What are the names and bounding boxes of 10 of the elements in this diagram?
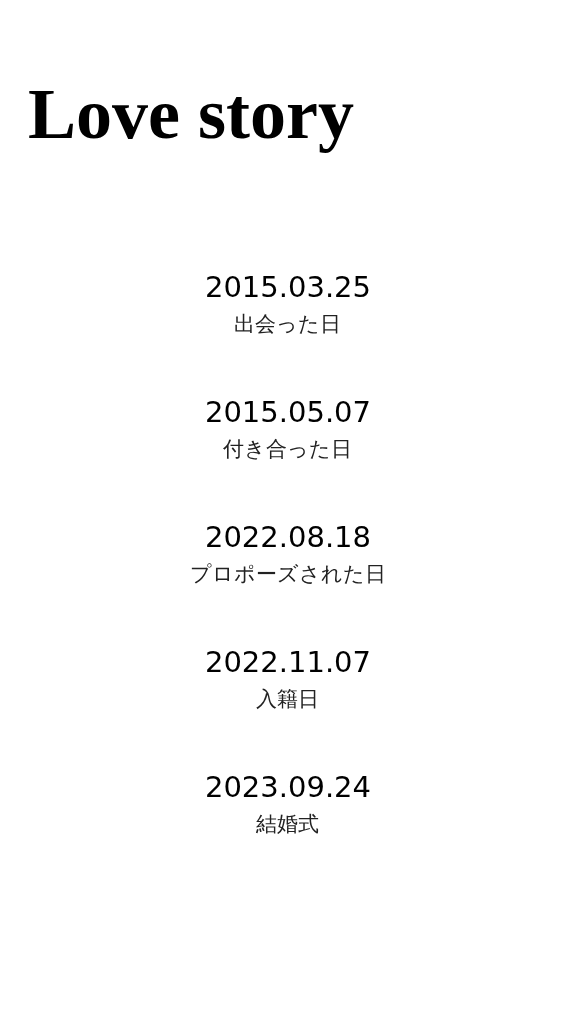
timeline-date: 2023.09.24: [204, 773, 371, 802]
event-caption: 結婚式: [256, 814, 320, 835]
timeline-date: 2022.11.07: [204, 648, 371, 677]
event-caption: 付き合った日: [223, 439, 353, 460]
event-caption: 入籍日: [256, 689, 320, 710]
event-caption: 出会った日: [234, 314, 342, 335]
timeline-date: 2015.05.07: [204, 398, 371, 427]
timeline-date: 2015.03.25: [204, 273, 371, 302]
event-caption: プロポーズされた日: [190, 564, 386, 585]
timeline-date: 2022.08.18: [204, 523, 371, 552]
